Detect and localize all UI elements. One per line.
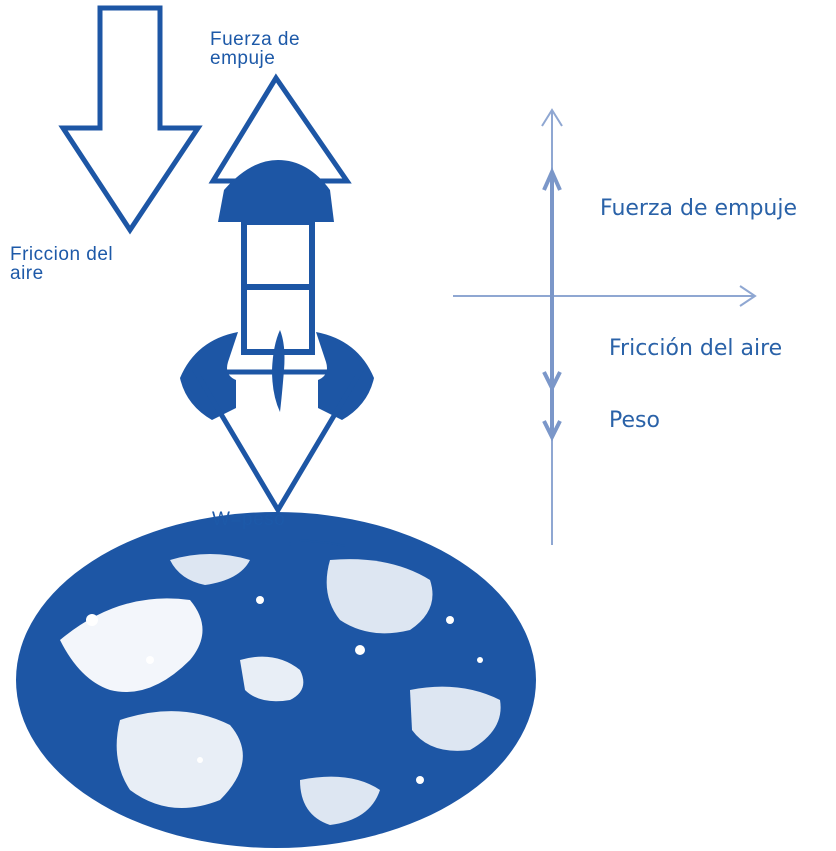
friction-label: Fricción del aire (609, 336, 783, 361)
weight-vector (542, 388, 562, 442)
friction-vector (542, 296, 562, 393)
thrust-vector (542, 167, 562, 296)
thrust-label: Fuerza de empuje (600, 196, 798, 221)
weight-label-illustration: W=peso (212, 509, 286, 530)
force-axes (453, 108, 757, 545)
weight-label: Peso (609, 408, 660, 433)
thrust-label-illustration: Fuerza de empuje (210, 29, 301, 69)
rocket-icon (180, 160, 374, 515)
down-arrow-icon (58, 5, 203, 235)
friction-label-illustration: Friccion del aire (10, 244, 114, 284)
earth-globe-icon (16, 512, 536, 848)
